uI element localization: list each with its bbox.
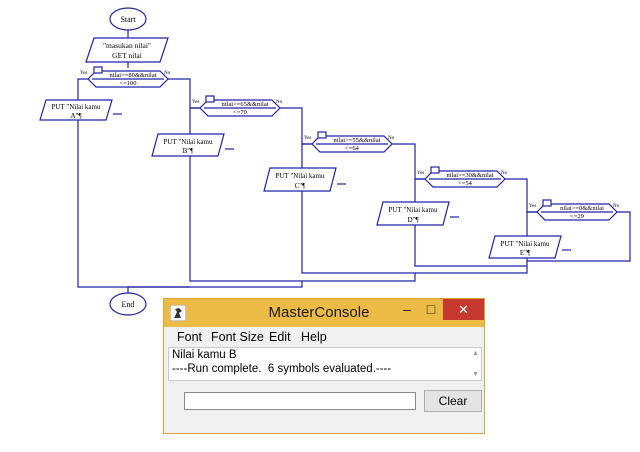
input-shape	[85, 37, 169, 63]
menu-bar: Font Font Size Edit Help	[164, 327, 484, 347]
maximize-button[interactable]: □	[426, 301, 436, 317]
svg-text:Yes: Yes	[529, 204, 536, 209]
branch-yes	[414, 178, 425, 202]
end-terminal	[109, 292, 147, 316]
svg-text:No: No	[388, 136, 395, 141]
close-button[interactable]: ✕	[443, 299, 484, 320]
svg-text:No: No	[164, 71, 171, 76]
svg-text:Yes: Yes	[417, 171, 424, 176]
master-console-window: MasterConsole – □ ✕ Font Font Size Edit …	[163, 298, 485, 434]
output-c: PUT "Nilai kamu C"¶	[263, 167, 337, 192]
branch-no	[617, 211, 631, 216]
svg-text:nilai>=30&&nilai: nilai>=30&&nilai	[446, 172, 493, 179]
decision-3: nilai>=55&&nilai <=64 Yes No	[304, 131, 395, 153]
svg-text:Yes: Yes	[80, 71, 87, 76]
output-line: Nilai kamu B	[172, 349, 237, 361]
svg-text:No: No	[276, 100, 283, 105]
menu-font[interactable]: Font	[177, 330, 203, 344]
svg-text:<=64: <=64	[345, 145, 360, 152]
svg-text:nilai>=0&&nilai: nilai>=0&&nilai	[560, 205, 604, 212]
decision-2: nilai>=65&&nilai <=79 Yes No	[192, 95, 283, 117]
output-a: PUT "Nilai kamu A"¶	[39, 99, 113, 121]
svg-text:PUT "Nilai kamu: PUT "Nilai kamu	[500, 240, 550, 248]
svg-text:C"¶: C"¶	[295, 182, 307, 190]
svg-text:<=29: <=29	[570, 213, 584, 220]
svg-text:<=54: <=54	[458, 180, 473, 187]
svg-text:D"¶: D"¶	[407, 216, 419, 224]
input-get: GET nilai	[112, 51, 142, 60]
svg-text:PUT "Nilai kamu: PUT "Nilai kamu	[275, 172, 325, 180]
svg-text:PUT "Nilai kamu: PUT "Nilai kamu	[51, 103, 101, 111]
svg-text:Yes: Yes	[192, 100, 199, 105]
menu-edit[interactable]: Edit	[269, 330, 291, 344]
svg-text:B"¶: B"¶	[183, 147, 195, 155]
svg-text:<=100: <=100	[119, 80, 136, 87]
svg-text:PUT "Nilai kamu: PUT "Nilai kamu	[163, 138, 213, 146]
svg-text:PUT "Nilai kamu: PUT "Nilai kamu	[388, 206, 438, 214]
decision-5: nilai>=0&&nilai <=29 Yes No	[529, 199, 620, 221]
merge-line	[526, 215, 631, 262]
clear-button[interactable]: Clear	[424, 390, 482, 412]
svg-text:nilai>=65&&nilai: nilai>=65&&nilai	[221, 101, 268, 108]
input-prompt: "masukan nilai"	[103, 41, 151, 50]
console-output[interactable]: Nilai kamu B ----Run complete. 6 symbols…	[168, 347, 482, 381]
scroll-down-arrow-icon[interactable]: ▼	[472, 371, 479, 378]
svg-text:nilai>=55&&nilai: nilai>=55&&nilai	[333, 137, 380, 144]
start-label: Start	[120, 15, 136, 24]
branch-yes	[526, 211, 537, 236]
minimize-button[interactable]: –	[403, 301, 411, 317]
branch-yes	[189, 107, 200, 134]
output-line: ----Run complete. 6 symbols evaluated.--…	[172, 363, 392, 375]
title-bar[interactable]: MasterConsole – □ ✕	[164, 299, 484, 327]
scroll-up-arrow-icon[interactable]: ▲	[472, 350, 479, 357]
end-label: End	[122, 300, 135, 309]
output-e: PUT "Nilai kamu E"¶	[488, 235, 562, 259]
svg-text:E"¶: E"¶	[520, 249, 531, 257]
svg-text:<=79: <=79	[233, 109, 247, 116]
branch-yes	[301, 143, 312, 168]
start-terminal	[109, 7, 147, 31]
raptor-app-icon	[170, 305, 186, 321]
window-title: MasterConsole	[268, 304, 370, 321]
console-input[interactable]	[184, 392, 416, 410]
svg-text:No: No	[501, 171, 508, 176]
svg-text:Yes: Yes	[304, 136, 311, 141]
svg-text:nilai>=80&&nilai: nilai>=80&&nilai	[109, 72, 156, 79]
menu-help[interactable]: Help	[301, 330, 327, 344]
svg-text:No: No	[613, 204, 620, 209]
menu-font-size[interactable]: Font Size	[211, 330, 264, 344]
decision-4: nilai>=30&&nilai <=54 Yes No	[417, 166, 508, 188]
output-d: PUT "Nilai kamu D"¶	[376, 201, 450, 226]
branch-yes	[77, 78, 88, 100]
svg-text:A"¶: A"¶	[70, 112, 82, 120]
output-b: PUT "Nilai kamu B"¶	[151, 133, 225, 157]
decision-1: nilai>=80&&nilai <=100 Yes No	[80, 66, 171, 88]
